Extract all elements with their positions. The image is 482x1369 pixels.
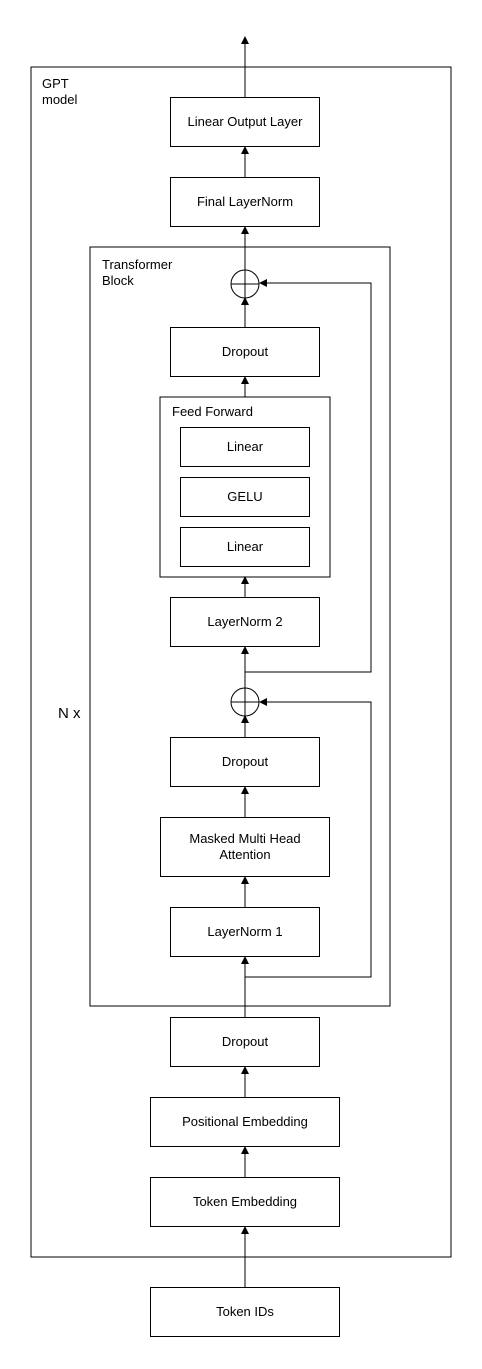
- transformer-block-label-line1: Transformer: [102, 257, 173, 272]
- ff-linear-1-label: Linear: [226, 439, 264, 454]
- final-layernorm-box: Final LayerNorm: [170, 177, 320, 227]
- layernorm-2-box: LayerNorm 2: [170, 597, 320, 647]
- feed-forward-label: Feed Forward: [172, 404, 253, 419]
- positional-embedding-box: Positional Embedding: [150, 1097, 340, 1147]
- token-ids-box: Token IDs: [150, 1287, 340, 1337]
- add-node-1: [230, 687, 260, 717]
- dropout-mid-box: Dropout: [170, 737, 320, 787]
- positional-embedding-label: Positional Embedding: [182, 1114, 308, 1129]
- layernorm-1-box: LayerNorm 1: [170, 907, 320, 957]
- residual-connection-2: [245, 279, 372, 673]
- layernorm-2-label: LayerNorm 2: [207, 614, 283, 629]
- ff-gelu-label: GELU: [227, 489, 263, 504]
- transformer-block-label-line2: Block: [102, 273, 134, 288]
- gpt-model-label-line2: model: [42, 92, 78, 107]
- residual-connection-1: [245, 698, 372, 978]
- dropout-bottom-label: Dropout: [221, 1034, 269, 1049]
- dropout-bottom-box: Dropout: [170, 1017, 320, 1067]
- token-embedding-label: Token Embedding: [192, 1194, 298, 1209]
- masked-mha-label-line2: Attention: [219, 847, 271, 862]
- ff-linear-2-label: Linear: [226, 539, 264, 554]
- linear-output-layer-box: Linear Output Layer: [170, 97, 320, 147]
- token-ids-label: Token IDs: [216, 1304, 274, 1319]
- token-embedding-box: Token Embedding: [150, 1177, 340, 1227]
- add-node-2: [230, 269, 260, 299]
- layernorm-1-label: LayerNorm 1: [207, 924, 283, 939]
- gpt-model-container: [30, 66, 452, 1258]
- ff-gelu-box: GELU: [180, 477, 310, 517]
- gpt-model-label: GPT model: [42, 76, 77, 108]
- linear-output-layer-label: Linear Output Layer: [187, 114, 303, 129]
- masked-mha-label-line1: Masked Multi Head: [189, 831, 301, 846]
- gpt-model-label-line1: GPT: [42, 76, 69, 91]
- masked-mha-box: Masked Multi Head Attention: [160, 817, 330, 877]
- final-layernorm-label: Final LayerNorm: [196, 194, 294, 209]
- ff-linear-1-box: Linear: [180, 427, 310, 467]
- dropout-mid-label: Dropout: [221, 754, 269, 769]
- transformer-block-label: Transformer Block: [102, 257, 172, 289]
- transformer-block-container: [89, 246, 391, 1007]
- repeat-label: N x: [58, 705, 81, 722]
- ff-linear-2-box: Linear: [180, 527, 310, 567]
- dropout-top-box: Dropout: [170, 327, 320, 377]
- dropout-top-label: Dropout: [221, 344, 269, 359]
